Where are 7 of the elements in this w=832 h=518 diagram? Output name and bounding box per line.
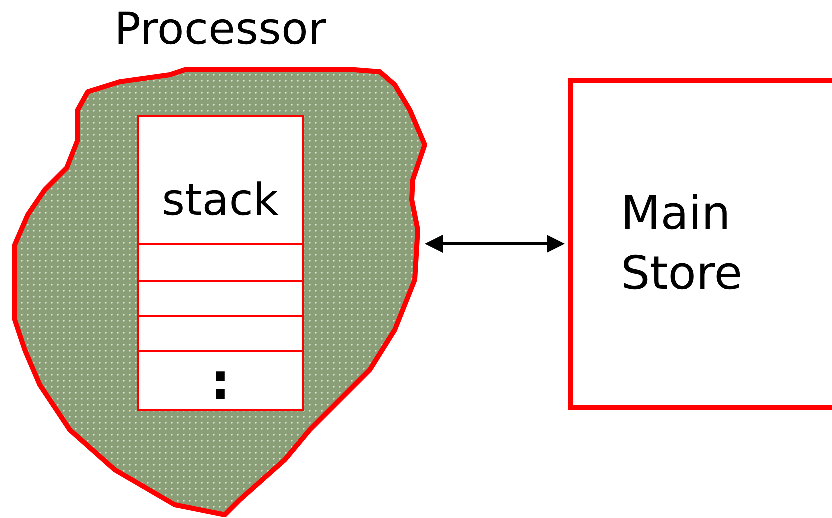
store-label: Main Store [620,185,744,302]
store-box [568,78,832,410]
processor-heading: Processor [114,4,328,55]
ellipsis-mark: : [210,357,232,407]
double-arrow [425,235,565,253]
stack-label: stack [161,175,280,226]
stack-box [137,115,304,411]
